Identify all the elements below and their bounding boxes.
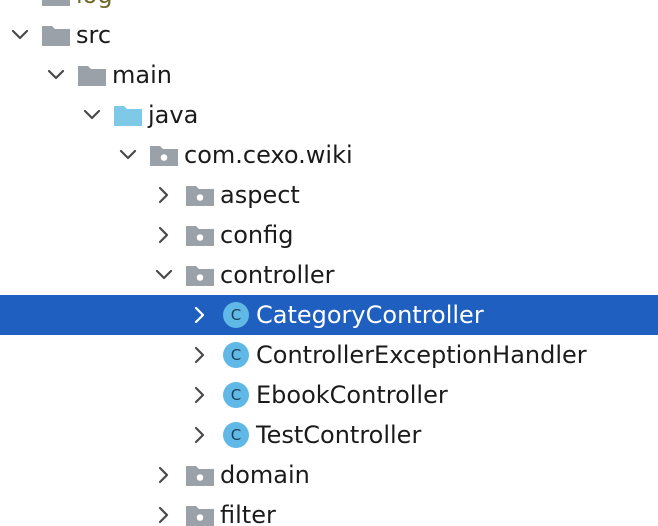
tree-node-label: java (148, 101, 199, 129)
tree-node-label: main (112, 61, 172, 89)
chevron-right-icon[interactable] (144, 455, 184, 495)
class-badge-letter: C (223, 302, 249, 328)
chevron-down-icon[interactable] (0, 15, 40, 55)
tree-row-aspect[interactable]: aspect (0, 175, 658, 215)
package-icon (184, 501, 216, 526)
folder-icon (76, 61, 108, 89)
tree-row-categorycontroller[interactable]: C CategoryController (0, 295, 658, 335)
tree-row-ebookcontroller[interactable]: C EbookController (0, 375, 658, 415)
chevron-down-icon[interactable] (0, 0, 40, 15)
chevron-right-icon[interactable] (180, 375, 220, 415)
tree-node-label: com.cexo.wiki (184, 141, 353, 169)
chevron-right-icon[interactable] (180, 335, 220, 375)
chevron-right-icon[interactable] (144, 175, 184, 215)
tree-row-log[interactable]: log (0, 0, 658, 15)
chevron-right-icon[interactable] (180, 295, 220, 335)
tree-row-testcontroller[interactable]: C TestController (0, 415, 658, 455)
chevron-down-icon[interactable] (108, 135, 148, 175)
folder-icon (40, 0, 72, 9)
tree-row-controller[interactable]: controller (0, 255, 658, 295)
tree-node-label: EbookController (256, 381, 448, 409)
package-icon (184, 461, 216, 489)
tree-row-config[interactable]: config (0, 215, 658, 255)
source-root-folder-icon (112, 101, 144, 129)
folder-icon (40, 21, 72, 49)
package-icon (148, 141, 180, 169)
chevron-down-icon[interactable] (36, 55, 76, 95)
tree-node-label: ControllerExceptionHandler (256, 341, 587, 369)
package-icon (184, 181, 216, 209)
class-badge-letter: C (223, 422, 249, 448)
class-badge-letter: C (223, 382, 249, 408)
tree-node-label: aspect (220, 181, 300, 209)
tree-row-controllerexceptionhandler[interactable]: C ControllerExceptionHandler (0, 335, 658, 375)
tree-node-label: TestController (256, 421, 422, 449)
java-class-icon: C (220, 301, 252, 329)
chevron-down-icon[interactable] (144, 255, 184, 295)
class-badge-letter: C (223, 342, 249, 368)
chevron-right-icon[interactable] (144, 215, 184, 255)
tree-row-src[interactable]: src (0, 15, 658, 55)
tree-row-main[interactable]: main (0, 55, 658, 95)
chevron-right-icon[interactable] (144, 495, 184, 526)
java-class-icon: C (220, 341, 252, 369)
java-class-icon: C (220, 421, 252, 449)
package-icon (184, 221, 216, 249)
tree-node-label: controller (220, 261, 335, 289)
package-icon (184, 261, 216, 289)
tree-row-com-cexo-wiki[interactable]: com.cexo.wiki (0, 135, 658, 175)
tree-node-label: domain (220, 461, 310, 489)
tree-node-label: config (220, 221, 294, 249)
tree-node-label: src (76, 21, 112, 49)
chevron-right-icon[interactable] (180, 415, 220, 455)
tree-node-label: CategoryController (256, 301, 484, 329)
tree-node-label: filter (220, 501, 276, 526)
tree-row-filter[interactable]: filter (0, 495, 658, 526)
tree-row-domain[interactable]: domain (0, 455, 658, 495)
chevron-down-icon[interactable] (72, 95, 112, 135)
tree-node-label: log (76, 0, 113, 15)
java-class-icon: C (220, 381, 252, 409)
tree-row-java[interactable]: java (0, 95, 658, 135)
